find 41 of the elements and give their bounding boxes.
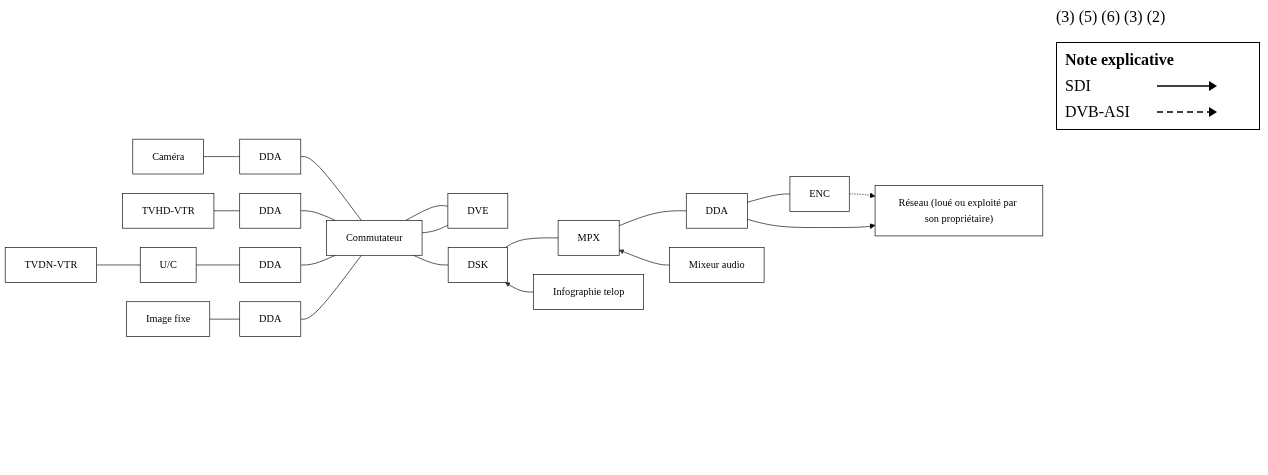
node-box: TVDN-VTR [4,246,97,283]
connector [300,155,362,221]
node-box: MPX [557,219,620,256]
node-box: U/C [139,246,197,283]
note-label: (6) [1101,8,1120,26]
connector [300,210,336,221]
connector [505,237,559,248]
connector [300,254,362,320]
node-box: Caméra [132,138,204,174]
node-box: ENC [789,175,850,212]
connector [96,264,141,265]
node-box: DDA [239,301,302,337]
connector [405,204,449,221]
node-box: Réseau (loué ou exploité par son propriétaire) [874,184,1044,236]
connector [195,264,241,265]
node-box: Image fixe [126,301,211,337]
node-box: Commutateur [326,219,423,256]
note-label: (2) [1146,8,1166,26]
connector [213,210,241,211]
node-box: DDA [239,246,302,283]
node-box: DSK [447,246,508,283]
connector [203,155,241,157]
connector [209,318,241,320]
node-box: DDA [685,192,748,229]
node-box: TVHD-VTR [122,192,215,229]
node-box: Mixeur audio [669,246,765,283]
connector [747,193,791,203]
note-label: (3) [1123,8,1143,26]
connector [421,224,449,233]
node-box: Infographie telop [533,273,644,310]
node-box: DVE [447,192,509,229]
connector [413,254,449,265]
note-label: (5) [1078,8,1098,26]
node-box: DDA [239,138,302,174]
note-label: Note explicative [1065,51,1175,69]
note-label: (3) [1056,8,1075,26]
legend-text: DVB-ASI [1065,103,1131,121]
node-box: DDA [239,192,302,229]
connector [618,210,687,226]
connector [300,254,336,265]
legend-text: SDI [1065,77,1092,95]
